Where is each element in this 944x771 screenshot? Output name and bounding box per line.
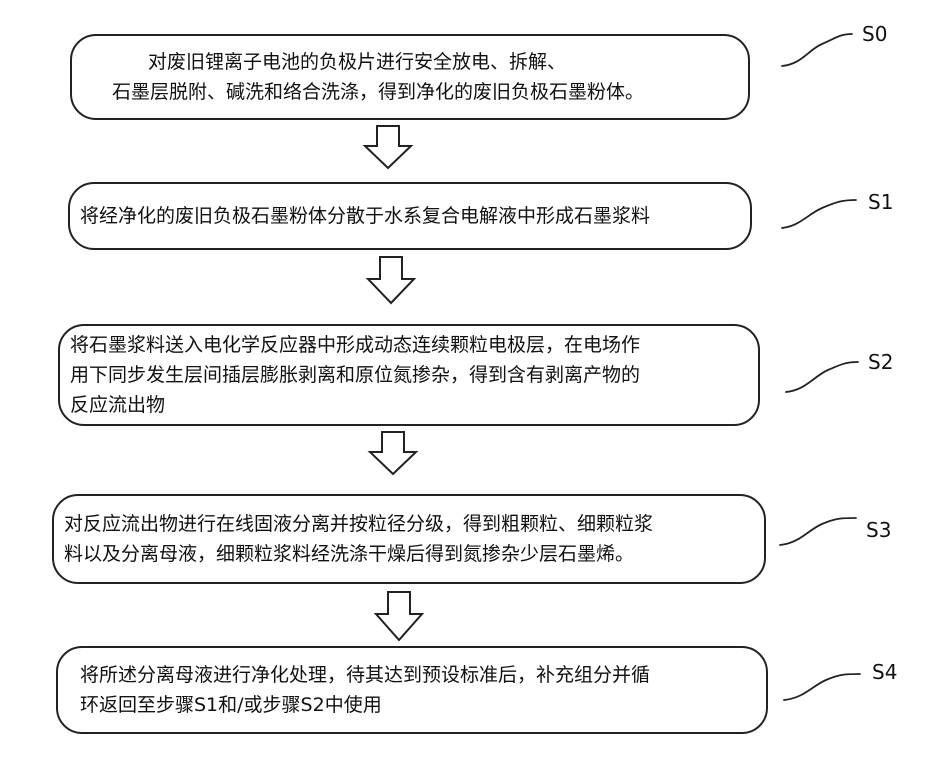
step-box-s2: 将石墨浆料送入电化学反应器中形成动态连续颗粒电极层，在电场作 用下同步发生层间插… — [58, 324, 760, 426]
squiggle-connector-icon — [782, 34, 852, 66]
step-text-line: 环返回至步骤S1和/或步骤S2中使用 — [80, 690, 766, 720]
step-box-s0: 对废旧锂离子电池的负极片进行安全放电、拆解、 石墨层脱附、碱洗和络合洗涤，得到净… — [70, 34, 750, 120]
step-text-line: 反应流出物 — [70, 390, 758, 420]
step-text-line: 石墨层脱附、碱洗和络合洗涤，得到净化的废旧负极石墨粉体。 — [112, 77, 748, 107]
squiggle-connector-icon — [780, 518, 856, 545]
step-text-line: 用下同步发生层间插层膨胀剥离和原位氮掺杂，得到含有剥离产物的 — [70, 360, 758, 390]
step-text-line: 将所述分离母液进行净化处理，待其达到预设标准后，补充组分并循 — [80, 660, 766, 690]
down-arrow-icon — [368, 257, 414, 303]
step-box-s3: 对反应流出物进行在线固液分离并按粒径分级，得到粗颗粒、细颗粒浆 料以及分离母液，… — [52, 494, 766, 584]
step-text-line: 将石墨浆料送入电化学反应器中形成动态连续颗粒电极层，在电场作 — [70, 330, 758, 360]
step-label-s1: S1 — [868, 190, 893, 214]
step-label-s4: S4 — [872, 660, 897, 684]
step-label-s0: S0 — [862, 22, 887, 46]
step-label-s2: S2 — [868, 350, 893, 374]
step-text-line: 对反应流出物进行在线固液分离并按粒径分级，得到粗颗粒、细颗粒浆 — [64, 509, 764, 539]
squiggle-connector-icon — [786, 362, 858, 392]
step-box-s1: 将经净化的废旧负极石墨粉体分散于水系复合电解液中形成石墨浆料 — [68, 182, 752, 250]
down-arrow-icon — [370, 432, 416, 474]
step-box-s4: 将所述分离母液进行净化处理，待其达到预设标准后，补充组分并循 环返回至步骤S1和… — [56, 646, 768, 734]
step-text-line: 对废旧锂离子电池的负极片进行安全放电、拆解、 — [112, 47, 748, 77]
squiggle-connector-icon — [782, 200, 856, 228]
step-text-line: 料以及分离母液，细颗粒浆料经洗涤干燥后得到氮掺杂少层石墨烯。 — [64, 539, 764, 569]
step-label-s3: S3 — [866, 518, 891, 542]
down-arrow-icon — [376, 592, 422, 640]
down-arrow-icon — [365, 126, 411, 168]
step-text-line: 将经净化的废旧负极石墨粉体分散于水系复合电解液中形成石墨浆料 — [80, 201, 750, 231]
squiggle-connector-icon — [784, 674, 860, 700]
